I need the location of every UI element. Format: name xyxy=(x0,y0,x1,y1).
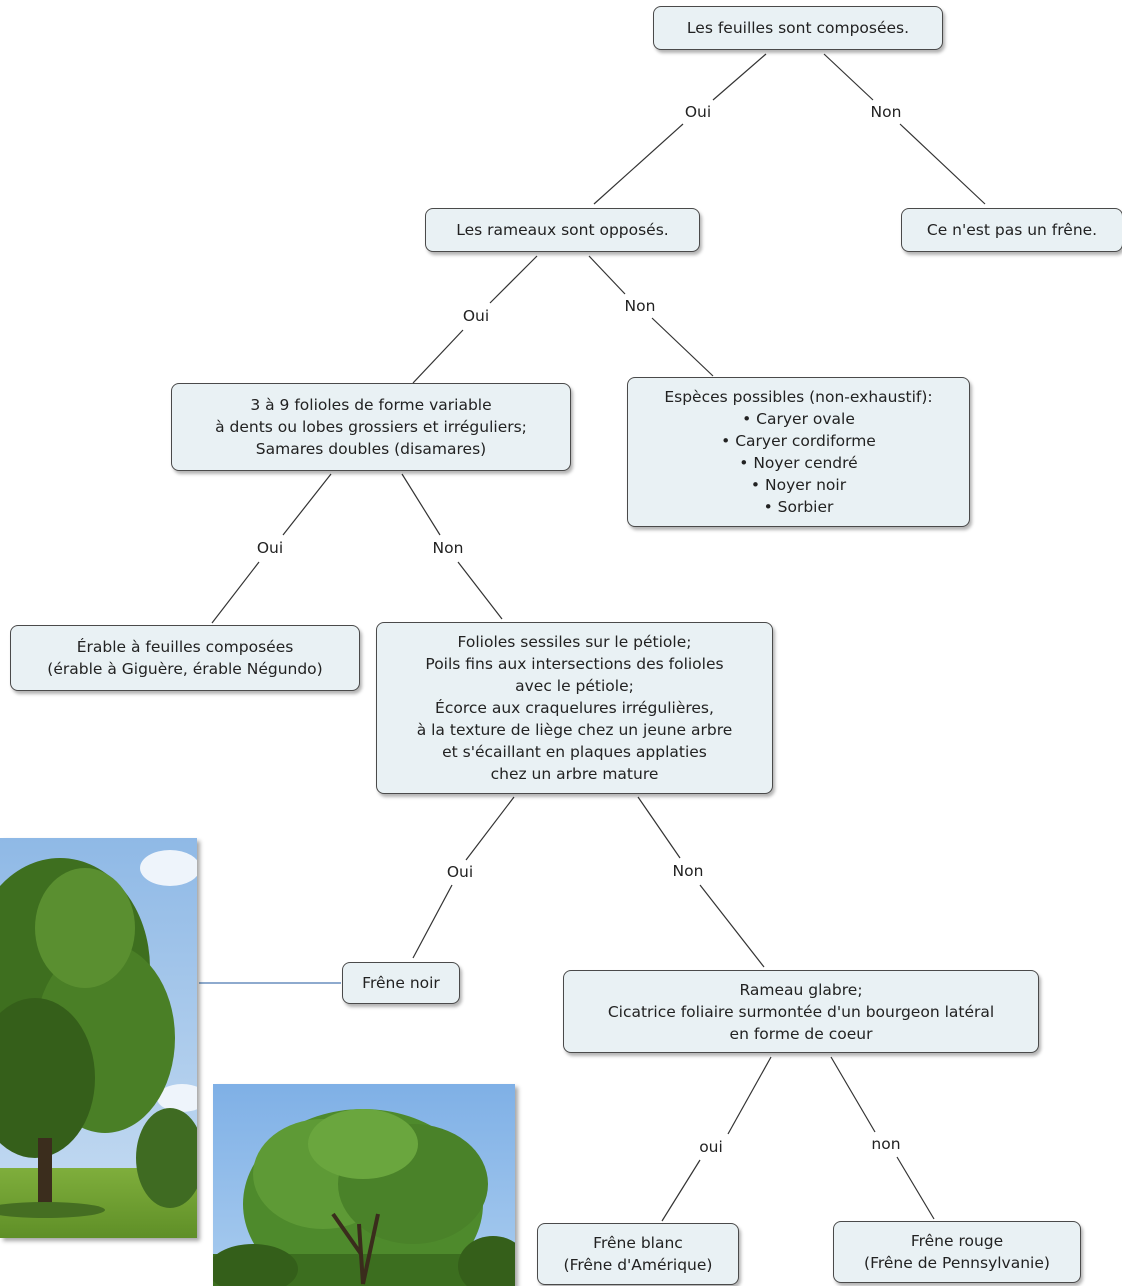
label-non-3: Non xyxy=(432,539,464,557)
node-possible-species[interactable]: Espèces possibles (non-exhaustif): • Car… xyxy=(627,377,970,527)
label-oui-2: Oui xyxy=(462,307,490,325)
edge-non-n3 xyxy=(899,123,986,205)
label-oui-3: Oui xyxy=(256,539,284,557)
edge-oui-n10 xyxy=(661,1159,701,1222)
black-ash-tree-photo xyxy=(0,838,197,1238)
edge-non-n7 xyxy=(457,561,503,620)
edge-non-n5 xyxy=(651,317,714,377)
edge-oui-n6 xyxy=(211,561,260,624)
label-oui-4: Oui xyxy=(446,863,474,881)
edge-oui-n8 xyxy=(412,884,453,959)
node-black-ash[interactable]: Frêne noir xyxy=(342,962,460,1004)
edge-non-n9 xyxy=(699,884,765,968)
edge-non-n11 xyxy=(896,1156,935,1220)
edge-n2-non xyxy=(588,255,626,295)
edge-oui-n2 xyxy=(593,123,684,205)
edge-n4-non xyxy=(401,473,441,536)
node-glabrous-twig[interactable]: Rameau glabre; Cicatrice foliaire surmon… xyxy=(563,970,1039,1053)
edge-n9-non xyxy=(830,1056,876,1133)
node-leaves-compound[interactable]: Les feuilles sont composées. xyxy=(653,6,943,50)
label-non-5: non xyxy=(871,1135,901,1153)
node-maple[interactable]: Érable à feuilles composées (érable à Gi… xyxy=(10,625,360,691)
node-red-ash[interactable]: Frêne rouge (Frêne de Pennsylvanie) xyxy=(833,1221,1081,1283)
edge-n1-non xyxy=(823,53,874,101)
label-oui-5: oui xyxy=(699,1138,723,1156)
edge-oui-n4 xyxy=(412,329,464,384)
node-white-ash[interactable]: Frêne blanc (Frêne d'Amérique) xyxy=(537,1223,739,1285)
ash-tree-photo xyxy=(213,1084,515,1286)
edge-n1-oui xyxy=(712,53,767,101)
node-leaflets-3-to-9[interactable]: 3 à 9 folioles de forme variable à dents… xyxy=(171,383,571,471)
node-not-ash[interactable]: Ce n'est pas un frêne. xyxy=(901,208,1122,252)
node-twigs-opposite[interactable]: Les rameaux sont opposés. xyxy=(425,208,700,252)
label-oui-1: Oui xyxy=(684,103,712,121)
label-non-4: Non xyxy=(672,862,704,880)
label-non-1: Non xyxy=(870,103,902,121)
edge-n2-oui xyxy=(489,255,538,304)
edge-n7-non xyxy=(637,796,681,859)
edge-n9-oui xyxy=(727,1056,772,1135)
edge-n7-oui xyxy=(465,796,515,861)
label-non-2: Non xyxy=(624,297,656,315)
node-sessile-leaflets[interactable]: Folioles sessiles sur le pétiole; Poils … xyxy=(376,622,773,794)
edge-n4-oui xyxy=(282,473,332,536)
